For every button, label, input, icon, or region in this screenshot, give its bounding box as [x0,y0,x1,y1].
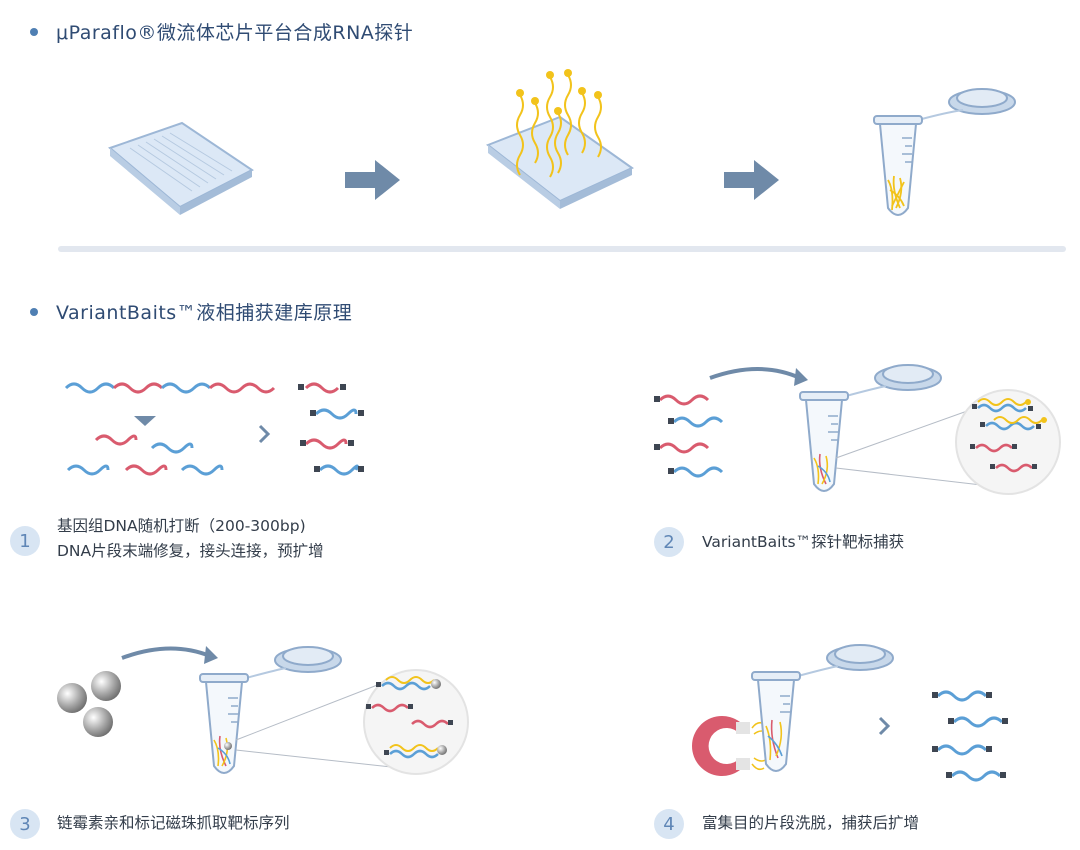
process-arrow-icon [345,160,400,200]
step-2-text: VariantBaits™探针靶标捕获 [702,530,904,555]
section2-title-text: VariantBaits™液相捕获建库原理 [56,302,353,324]
step-4-line-1: 富集目的片段洗脱，捕获后扩增 [702,814,920,832]
process-arrow-icon [724,160,779,200]
tube-icon [873,88,1016,216]
bullet-icon [30,27,38,36]
step-1-line-2: DNA片段末端修复，接头连接，预扩增 [57,542,324,560]
magnet-icon [692,716,750,776]
section2-title: VariantBaits™液相捕获建库原理 [30,298,352,325]
step-4-badge: 4 [654,809,684,839]
elution-diagram [692,644,1008,782]
step-4-number: 4 [663,813,675,835]
step-3-badge: 3 [10,809,40,839]
probe-capture-diagram [654,364,1061,495]
step-2-line-1: VariantBaits™探针靶标捕获 [702,533,905,551]
step-1-number: 1 [19,530,31,552]
step-3-line-1: 链霉素亲和标记磁珠抓取靶标序列 [57,814,290,832]
step-1-badge: 1 [10,526,40,556]
step-4-text: 富集目的片段洗脱，捕获后扩增 [702,811,919,836]
step-1-text: 基因组DNA随机打断（200-300bp) DNA片段末端修复，接头连接，预扩增 [57,514,324,564]
dna-fragmentation-diagram [64,382,364,476]
step-3-number: 3 [19,813,31,835]
step-1-line-1: 基因组DNA随机打断（200-300bp) [57,517,306,535]
step-2-number: 2 [663,531,675,553]
microfluidic-chip-icon [108,121,254,215]
probe-synthesis-chip-icon [485,69,634,209]
bullet-icon [30,307,38,316]
section1-title-text: μParaflo®微流体芯片平台合成RNA探针 [56,22,414,44]
bead-capture-diagram [57,646,469,775]
step-2-badge: 2 [654,527,684,557]
section-divider [58,246,1066,252]
magnetic-bead-icon [57,671,121,737]
section1-title: μParaflo®微流体芯片平台合成RNA探针 [30,18,413,45]
step-3-text: 链霉素亲和标记磁珠抓取靶标序列 [57,811,290,836]
